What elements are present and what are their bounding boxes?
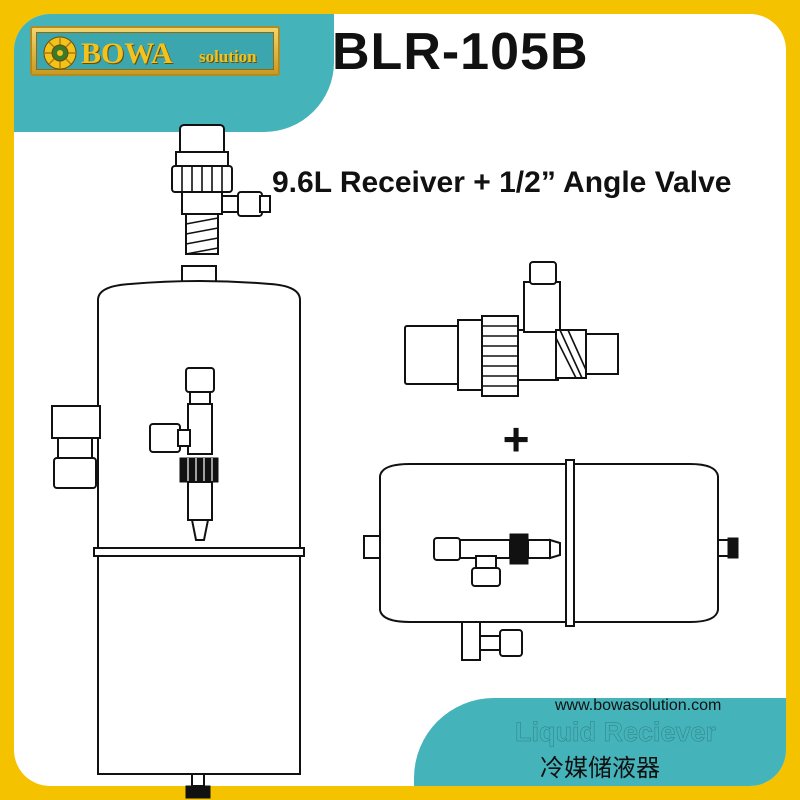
logo-plate: BOWA solution [36, 32, 274, 70]
brand-name: BOWA [81, 37, 173, 70]
angle-valve-drawing [404, 261, 619, 397]
website-url: www.bowasolution.com [555, 697, 722, 714]
footer-accent [414, 698, 786, 786]
model-number: BLR-105B [332, 23, 589, 81]
brand-suffix: solution [199, 47, 257, 66]
footer-title-en: Liquid Reciever [515, 717, 717, 748]
product-headline: 9.6L Receiver + 1/2” Angle Valve [272, 166, 732, 199]
vertical-receiver-drawing [51, 124, 305, 799]
brand-logo: BOWA solution [30, 26, 280, 76]
horizontal-receiver-drawing [363, 459, 739, 661]
plus-sign: + [503, 413, 530, 465]
footer-title-cn: 冷媒储液器 [540, 754, 660, 782]
sunflower-emblem-icon [43, 36, 77, 70]
plus-sign-text: + [503, 413, 530, 465]
